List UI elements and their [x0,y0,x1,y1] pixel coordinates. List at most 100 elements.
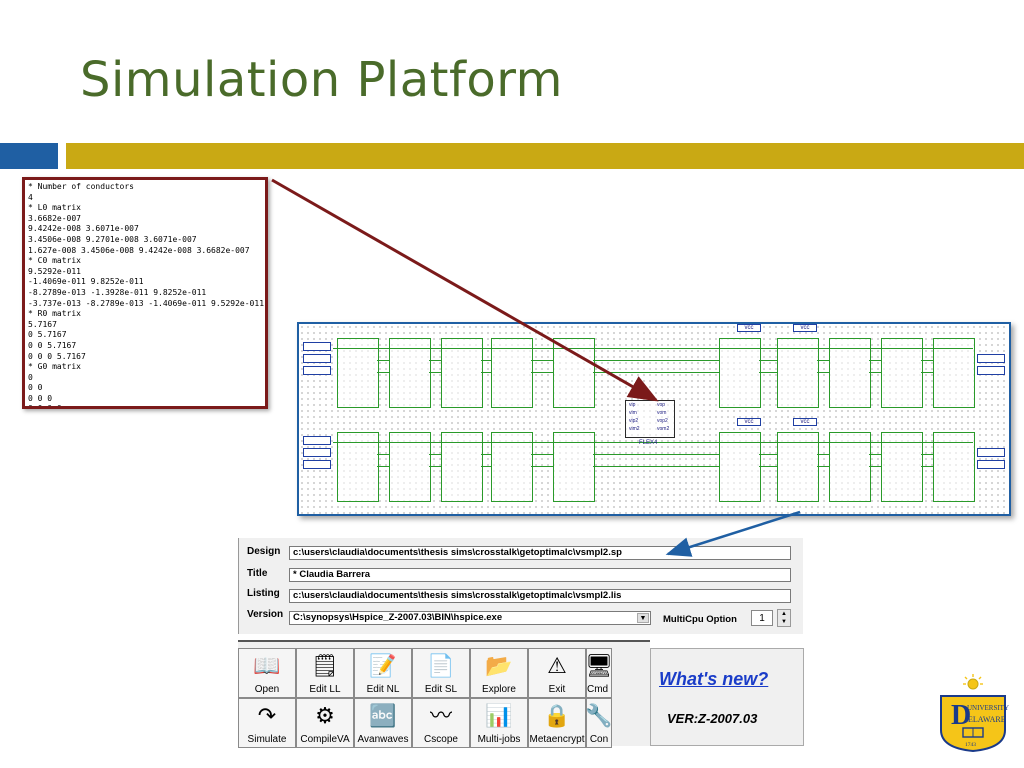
warning-icon: ⚠ [547,653,567,678]
schematic-cell [829,338,871,408]
signal-wire [759,372,777,373]
hspice-toolbar: 📖 Open 🗒Edit LL📝Edit NL📄Edit SL📂Explore ⚠ Ex… [238,640,650,748]
schematic-cell [933,432,975,502]
spin-up-icon[interactable]: ▲ [781,611,787,617]
netlist-line: -8.2789e-013 -1.3928e-011 9.8252e-011 [28,287,207,297]
signal-wire [921,466,933,467]
edit-ll-button[interactable]: 🗒Edit LL [296,648,354,698]
schematic-cell [719,432,761,502]
logo-line1: UNIVERSITY OF [967,704,1009,712]
design-label: Design [247,546,281,557]
flex-pin: vim [629,410,637,416]
chevron-down-icon[interactable]: ▼ [637,613,649,623]
schematic-cell [881,338,923,408]
netlist-line: * C0 matrix [28,256,81,266]
netlist-line: * G0 matrix [28,362,81,372]
bars-icon: 📊 [485,703,513,728]
multi-jobs-button[interactable]: 📊 Multi-jobs [470,698,528,748]
schematic-cell [829,432,871,502]
listing-field[interactable]: c:\users\claudia\documents\thesis sims\c… [289,589,791,603]
notepad-icon: 🗒 [311,653,339,678]
toolbar-button-label: Multi-jobs [477,734,521,745]
simulate-button[interactable]: ↷Simulate [238,698,296,748]
arrow-icon: ↷ [257,703,277,728]
netlist-line: 0 0 0 5.7167 [28,351,86,361]
signal-wire [593,372,719,373]
open-button[interactable]: 📖 Open [238,648,296,698]
signal-wire [921,372,933,373]
netlist-line: 3.6682e-007 [28,213,81,223]
title-field[interactable]: * Claudia Barrera [289,568,791,582]
signal-wire [377,360,389,361]
cmd-h-button[interactable]: 🖥Cmd H [586,648,612,698]
signal-wire [377,454,389,455]
signal-wire [593,360,719,361]
toolbar-button-label: Explore [482,684,516,695]
avanwaves-button[interactable]: 🔤Avanwaves [354,698,412,748]
signal-wire [531,454,553,455]
vcc-port: vcc [793,324,817,332]
exit-button[interactable]: ⚠ Exit [528,648,586,698]
hspice-dialog: Design c:\users\claudia\documents\thesis… [238,538,803,634]
multicpu-input[interactable]: 1 [751,610,773,626]
cscope-button[interactable]: 〰Cscope [412,698,470,748]
accent-bar-gold [66,143,1024,169]
input-port [303,366,331,375]
signal-wire [593,454,719,455]
schematic-cell [491,432,533,502]
toolbar-button-label: Edit SL [424,684,458,695]
flex-out: vop [657,402,666,408]
metaencrypt-button[interactable]: 🔒Metaencrypt [528,698,586,748]
vcc-rail [333,442,973,443]
toolbar-button-label: Exit [548,684,566,695]
signal-wire [759,360,777,361]
version-select[interactable]: C:\synopsys\Hspice_Z-2007.03\BIN\hspice.… [289,611,651,625]
whats-new-link[interactable]: What's new? [659,669,769,689]
toolbar-button-label: Avanwaves [357,734,409,745]
edit-nl-button[interactable]: 📝Edit NL [354,648,412,698]
schematic-cell [337,432,379,502]
spin-down-icon[interactable]: ▼ [781,619,787,625]
netlist-line: 3.4506e-008 9.2701e-008 3.6071e-007 [28,234,197,244]
cmd-icon: 🖥 [586,653,612,678]
netlist-line: * L0 matrix [28,203,81,213]
signal-wire [869,454,881,455]
signal-wire [429,360,441,361]
input-port [303,448,331,457]
signal-wire [869,466,881,467]
compileva-button[interactable]: ⚙CompileVA [296,698,354,748]
signal-wire [377,466,389,467]
signal-wire [481,454,491,455]
vcc-port: vcc [737,418,761,426]
whats-new-panel: What's new? VER:Z-2007.03 [650,648,804,746]
schematic-cell [553,432,595,502]
output-port [977,366,1005,375]
version-text: VER:Z-2007.03 [667,711,758,726]
signal-wire [481,372,491,373]
toolbar-button-label: Open [254,684,280,695]
logo-letter: D [951,700,971,731]
flex-out: vom [657,410,667,416]
toolbar-row-1: 📖 Open 🗒Edit LL📝Edit NL📄Edit SL📂Explore ⚠ Ex… [238,648,612,698]
signal-wire [481,466,491,467]
signal-wire [531,372,553,373]
vcc-port: vcc [737,324,761,332]
schematic-cell [881,432,923,502]
netlist-line: 1.627e-008 3.4506e-008 9.4242e-008 3.668… [28,245,250,255]
explore-button[interactable]: 📂Explore [470,648,528,698]
netlist-line: 0 [28,372,33,382]
book-icon: 📖 [253,653,281,678]
multicpu-spinner[interactable]: ▲ ▼ [777,609,791,627]
signal-wire [817,454,829,455]
flex-pin: vip [629,402,636,408]
edit-sl-button[interactable]: 📄Edit SL [412,648,470,698]
netlist-line: -1.4069e-011 9.8252e-011 [28,277,144,287]
listing-label: Listing [247,588,280,599]
signal-wire [759,466,777,467]
flex-pin: vim2 [629,426,640,432]
con-button[interactable]: 🔧Con [586,698,612,748]
design-field[interactable]: c:\users\claudia\documents\thesis sims\c… [289,546,791,560]
toolbar-button-label: CompileVA [300,734,350,745]
